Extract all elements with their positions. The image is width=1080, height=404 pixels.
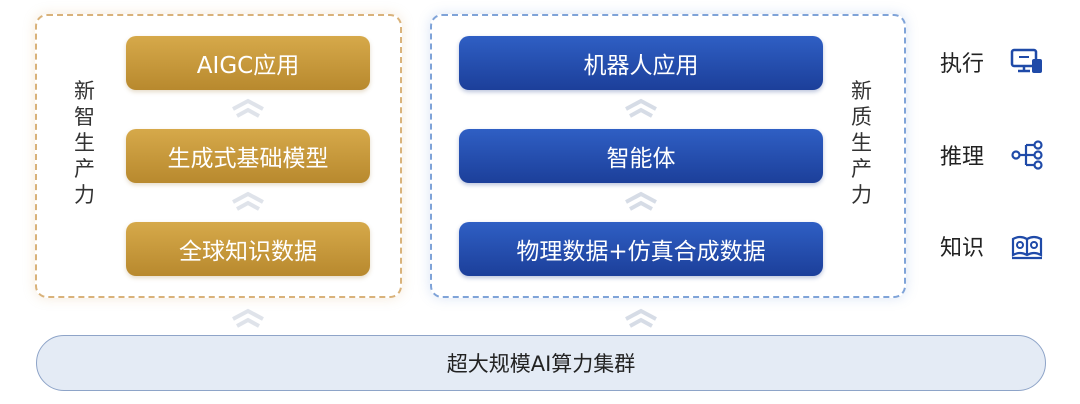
global-knowledge-box: 全球知识数据 xyxy=(126,222,370,276)
compute-cluster-bar: 超大规模AI算力集群 xyxy=(36,335,1046,391)
left-side-char: 智 xyxy=(74,105,95,129)
legend-label: 执行 xyxy=(940,52,985,77)
up-chevron-icon xyxy=(232,98,264,118)
legend-label: 推理 xyxy=(940,145,985,170)
legend-knowledge: 知识 xyxy=(940,230,1044,262)
right-side-char: 产 xyxy=(851,157,872,181)
left-side-char: 新 xyxy=(74,79,95,103)
legend-reasoning: 推理 xyxy=(940,139,1044,171)
left-side-label: 新 智 生 产 力 xyxy=(74,78,95,208)
right-side-char: 生 xyxy=(851,131,872,155)
aigc-app-box: AIGC应用 xyxy=(126,36,370,90)
up-chevron-icon xyxy=(625,191,657,211)
flow-icon xyxy=(1011,140,1043,170)
monitor-icon xyxy=(1010,48,1042,73)
foundation-model-box: 生成式基础模型 xyxy=(126,129,370,183)
up-chevron-icon xyxy=(625,308,657,328)
legend-execute: 执行 xyxy=(940,46,1044,78)
up-chevron-icon xyxy=(625,98,657,118)
robot-app-box: 机器人应用 xyxy=(459,36,823,90)
right-side-char: 质 xyxy=(851,105,872,129)
left-side-char: 产 xyxy=(74,157,95,181)
book-icon xyxy=(1011,235,1043,260)
right-side-char: 力 xyxy=(851,183,872,207)
left-side-char: 力 xyxy=(74,183,95,207)
agent-box: 智能体 xyxy=(459,129,823,183)
compute-cluster-label: 超大规模AI算力集群 xyxy=(446,352,636,376)
right-side-char: 新 xyxy=(851,79,872,103)
physical-data-box: 物理数据+仿真合成数据 xyxy=(459,222,823,276)
left-side-char: 生 xyxy=(74,131,95,155)
up-chevron-icon xyxy=(232,191,264,211)
up-chevron-icon xyxy=(232,308,264,328)
legend-label: 知识 xyxy=(940,236,985,261)
right-side-label: 新 质 生 产 力 xyxy=(851,78,872,208)
